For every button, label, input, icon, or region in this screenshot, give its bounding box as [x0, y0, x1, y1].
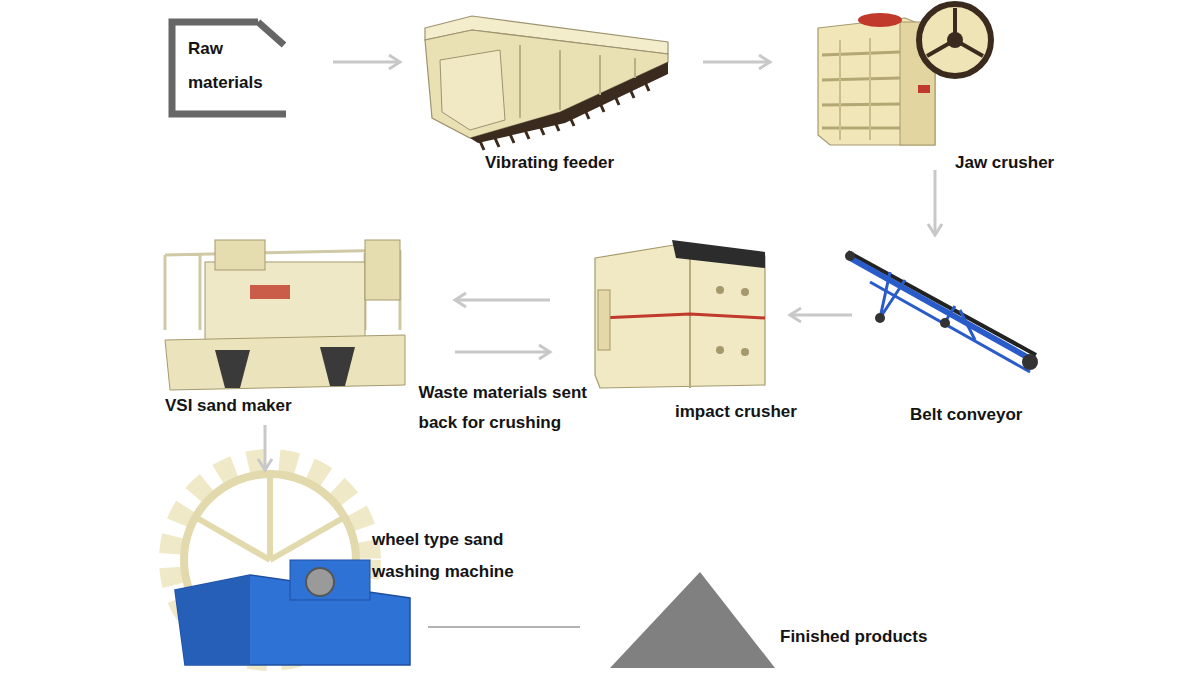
bracket-outline [168, 18, 288, 118]
bracket-outline [172, 22, 286, 114]
flow-arrow [333, 61, 400, 64]
crusher-node: impact crusher [590, 238, 780, 418]
machine-label: Vibrating feeder [485, 152, 614, 174]
jaw-crusher-drawing [818, 4, 991, 145]
flow-arrow [790, 314, 852, 317]
connector-line [428, 626, 580, 628]
product-node: Finished products [608, 568, 953, 670]
product-pile [610, 572, 775, 668]
impact-crusher-drawing [595, 240, 765, 388]
washer-node: wheel type sand washing machine [170, 470, 410, 665]
crusher-node: Jaw crusher [810, 0, 1070, 170]
raw-material-box: Raw materials [168, 18, 288, 118]
conveyor-node: Belt conveyor [852, 248, 1047, 428]
belt-conveyor-drawing [845, 251, 1038, 372]
flow-arrow [264, 425, 267, 470]
edge-note: Waste materials sent back for crushing [419, 378, 619, 438]
machine-label: Belt conveyor [910, 404, 1022, 426]
machine-label: impact crusher [675, 401, 797, 423]
flow-arrow [455, 351, 550, 354]
machine-label: Raw materials [188, 32, 278, 100]
machine-label: Jaw crusher [955, 152, 1054, 174]
machine-label: Finished products [780, 626, 927, 648]
flow-arrow [934, 170, 937, 235]
vsi-sand-maker-drawing [165, 240, 405, 390]
feeder-node: Vibrating feeder [420, 15, 675, 180]
machine-label: wheel type sand washing machine [372, 524, 517, 588]
sand-maker-node: VSI sand maker [158, 235, 413, 420]
vibrating-feeder-drawing [425, 16, 668, 150]
flow-arrow [455, 299, 550, 302]
flow-arrow [703, 61, 770, 64]
machine-label: VSI sand maker [165, 395, 292, 417]
